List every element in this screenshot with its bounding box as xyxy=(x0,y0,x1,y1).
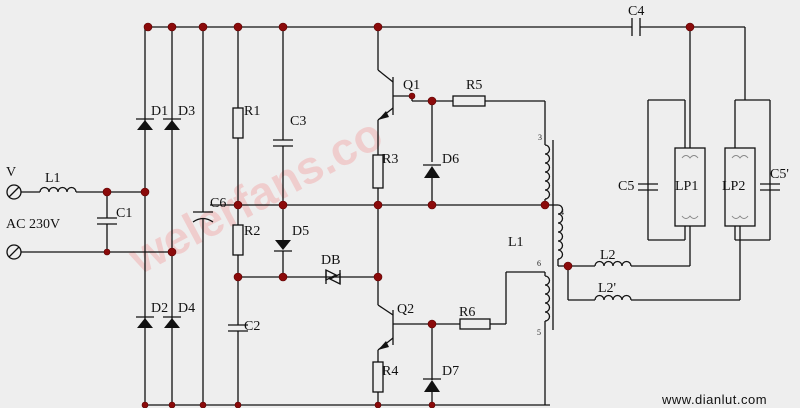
label-c3: C3 xyxy=(290,114,306,129)
label-d5: D5 xyxy=(292,224,309,239)
label-v: V xyxy=(6,165,16,180)
capacitor-c4 xyxy=(631,18,641,36)
label-q2: Q2 xyxy=(397,302,414,317)
label-d2: D2 xyxy=(151,301,168,316)
label-ac: AC 230V xyxy=(6,217,60,232)
c3-d5 xyxy=(273,27,293,277)
d7-r6 xyxy=(423,271,545,405)
label-d6: D6 xyxy=(442,152,459,167)
pin-4: 4 xyxy=(560,208,564,217)
pin-6: 6 xyxy=(537,259,541,268)
label-r6: R6 xyxy=(459,305,475,320)
label-d3: D3 xyxy=(178,104,195,119)
label-r4: R4 xyxy=(382,364,398,379)
label-c2: C2 xyxy=(244,319,260,334)
watermark: welerfans.co xyxy=(119,107,390,284)
label-r1: R1 xyxy=(244,104,260,119)
transistor-q2 xyxy=(372,277,432,405)
label-l2: L2 xyxy=(600,248,616,263)
bridge-rectifier xyxy=(136,27,181,405)
transformer-pins: 3 4 6 5 xyxy=(537,133,564,337)
pin-3: 3 xyxy=(538,133,542,142)
inductor-l2 xyxy=(594,226,691,267)
label-d7: D7 xyxy=(442,364,459,379)
label-q1: Q1 xyxy=(403,78,420,93)
label-l1: L1 xyxy=(45,171,61,186)
label-c5: C5 xyxy=(618,179,634,194)
pin-5: 5 xyxy=(537,328,541,337)
label-c4: C4 xyxy=(628,4,644,19)
label-r3: R3 xyxy=(382,152,398,167)
label-db: DB xyxy=(321,253,340,268)
label-c1: C1 xyxy=(116,206,132,221)
label-lp2: LP2 xyxy=(722,179,745,194)
label-r2: R2 xyxy=(244,224,260,239)
inductor-l2-prime xyxy=(594,226,741,301)
label-c6: C6 xyxy=(210,196,226,211)
transformer-l1 xyxy=(544,101,595,405)
label-l2-prime: L2' xyxy=(598,281,616,296)
d6-r5 xyxy=(412,95,545,205)
label-l1-transformer: L1 xyxy=(508,235,524,250)
label-r5: R5 xyxy=(466,78,482,93)
label-c5-prime: C5' xyxy=(770,167,789,182)
capacitor-c6 xyxy=(192,27,214,405)
lamp-lp2 xyxy=(724,27,780,241)
label-lp1: LP1 xyxy=(675,179,698,194)
junction-dots xyxy=(102,22,695,408)
lamp-lp1 xyxy=(638,27,706,241)
footer-url: www.dianlut.com xyxy=(661,392,767,407)
startup-chain xyxy=(228,27,378,405)
label-d1: D1 xyxy=(151,104,168,119)
diac-db xyxy=(325,268,341,286)
transistor-q1 xyxy=(372,27,413,277)
component-labels: C4 Q1 R5 D1 D3 R1 C3 V L1 C1 AC 230V C6 … xyxy=(6,4,789,379)
label-d4: D4 xyxy=(178,301,195,316)
